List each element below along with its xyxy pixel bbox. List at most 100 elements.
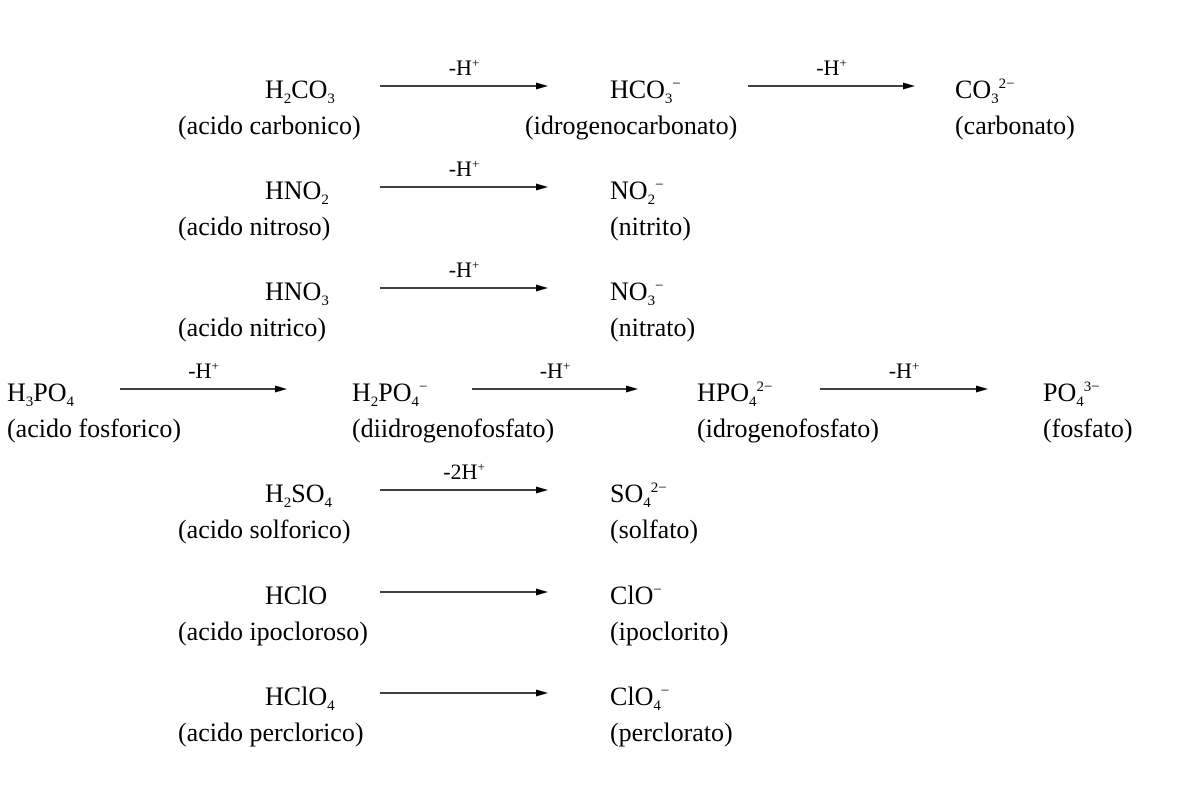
- arrow-svg: [472, 385, 638, 393]
- superscript: 2−: [756, 379, 773, 395]
- formula-text: HPO: [697, 378, 750, 407]
- arrow-svg: [380, 183, 548, 191]
- species-name: (acido nitrico): [178, 313, 326, 342]
- formula-text: ClO: [610, 682, 654, 711]
- chemical-formula: CO32−: [955, 72, 1075, 108]
- formula-text: HClO: [265, 581, 328, 610]
- subscript: 2: [283, 495, 292, 511]
- formula-text: -H: [816, 55, 840, 80]
- chemical-formula: NO3−: [610, 274, 695, 310]
- chemical-formula: ClO−: [610, 578, 728, 614]
- species-name: (acido fosforico): [7, 414, 181, 443]
- formula-text: PO: [1043, 378, 1077, 407]
- reaction-arrow: -2H+: [380, 460, 548, 501]
- subscript: 4: [324, 495, 333, 511]
- chem-species: HNO2 (acido nitroso): [178, 173, 330, 245]
- chem-species: HPO42− (idrogenofosfato): [697, 375, 879, 447]
- chemical-formula: HClO4: [265, 679, 364, 715]
- arrow-head: [536, 689, 548, 697]
- species-name: (acido carbonico): [178, 111, 361, 140]
- arrow-label: -H+: [380, 258, 548, 281]
- arrow-svg: [748, 82, 915, 90]
- formula-text: HCO: [610, 75, 665, 104]
- superscript: +: [471, 156, 480, 171]
- superscript: 3−: [1083, 379, 1100, 395]
- chemical-formula: H2CO3: [265, 72, 361, 108]
- arrow-head: [536, 486, 548, 494]
- subscript: 2: [370, 394, 379, 410]
- formula-text: -H: [448, 156, 472, 181]
- subscript: 3: [647, 293, 656, 309]
- arrow-svg: [380, 486, 548, 494]
- species-name: (solfato): [610, 515, 699, 544]
- superscript: +: [562, 358, 571, 373]
- formula-text: -H: [539, 358, 563, 383]
- chem-species: HClO(acido ipocloroso): [178, 578, 368, 650]
- formula-text: SO: [291, 479, 325, 508]
- superscript: −: [419, 379, 428, 395]
- superscript: +: [911, 358, 920, 373]
- formula-text: NO: [610, 176, 648, 205]
- subscript: 2: [283, 91, 292, 107]
- species-name: (idrogenocarbonato): [525, 111, 738, 140]
- arrow-head: [626, 385, 638, 393]
- chem-species: CO32− (carbonato): [955, 72, 1075, 144]
- subscript: 4: [643, 495, 651, 511]
- arrow-head: [536, 183, 548, 191]
- species-name: (nitrato): [610, 313, 696, 342]
- chemical-formula: HClO: [265, 578, 368, 614]
- reaction-arrow: -H+: [472, 358, 638, 400]
- formula-text: H: [352, 378, 371, 407]
- arrow-svg: [380, 689, 548, 697]
- arrow-head: [536, 284, 548, 292]
- chem-species: ClO−(ipoclorito): [610, 578, 728, 650]
- arrow-label: -H+: [472, 358, 638, 383]
- chemical-formula: SO42−: [610, 476, 698, 512]
- species-name: (idrogenofosfato): [697, 414, 879, 443]
- formula-text: -H: [188, 358, 212, 383]
- arrow-head: [536, 588, 548, 596]
- superscript: 2−: [650, 480, 667, 496]
- chem-species: H2PO4−(diidrogenofosfato): [352, 375, 554, 447]
- superscript: −: [653, 582, 662, 598]
- species-name: (acido solforico): [178, 515, 351, 544]
- species-name: (acido nitroso): [178, 212, 331, 241]
- chemical-formula: HNO2: [265, 173, 330, 209]
- chemical-formula: H3PO4: [7, 375, 181, 411]
- chemical-formula: ClO4−: [610, 679, 733, 715]
- chem-species: HClO4 (acido perclorico): [178, 679, 364, 751]
- species-name: (carbonato): [955, 111, 1075, 140]
- chemical-formula: NO2−: [610, 173, 691, 209]
- chem-species: NO3− (nitrato): [610, 274, 695, 346]
- arrow-head: [275, 385, 287, 393]
- chemical-formula: HPO42−: [697, 375, 879, 411]
- superscript: −: [660, 683, 670, 699]
- arrow-label: -2H+: [380, 460, 548, 483]
- arrow-svg: [380, 284, 548, 292]
- formula-text: -H: [448, 55, 472, 80]
- arrow-svg: [380, 82, 548, 90]
- formula-text: H: [265, 75, 284, 104]
- formula-text: CO: [291, 75, 328, 104]
- subscript: 4: [1076, 394, 1084, 410]
- superscript: +: [211, 358, 219, 373]
- subscript: 3: [321, 293, 329, 309]
- formula-text: H: [7, 378, 26, 407]
- subscript: 3: [991, 91, 999, 107]
- formula-text: CO: [955, 75, 992, 104]
- reaction-arrow: -H+: [120, 358, 287, 400]
- formula-text: -H: [888, 358, 912, 383]
- formula-text: PO: [33, 378, 67, 407]
- subscript: 4: [411, 394, 420, 410]
- reaction-arrow: [380, 664, 548, 704]
- chem-species: H2CO3 (acido carbonico): [178, 72, 361, 144]
- reaction-arrow: -H+: [380, 258, 548, 299]
- arrow-svg: [820, 385, 988, 393]
- formula-text: PO: [378, 378, 412, 407]
- arrow-head: [536, 82, 548, 90]
- chem-species: PO43−(fosfato): [1043, 375, 1133, 447]
- species-name: (acido perclorico): [178, 718, 364, 747]
- subscript: 2: [647, 192, 656, 208]
- formula-text: HNO: [265, 277, 322, 306]
- superscript: −: [672, 76, 681, 92]
